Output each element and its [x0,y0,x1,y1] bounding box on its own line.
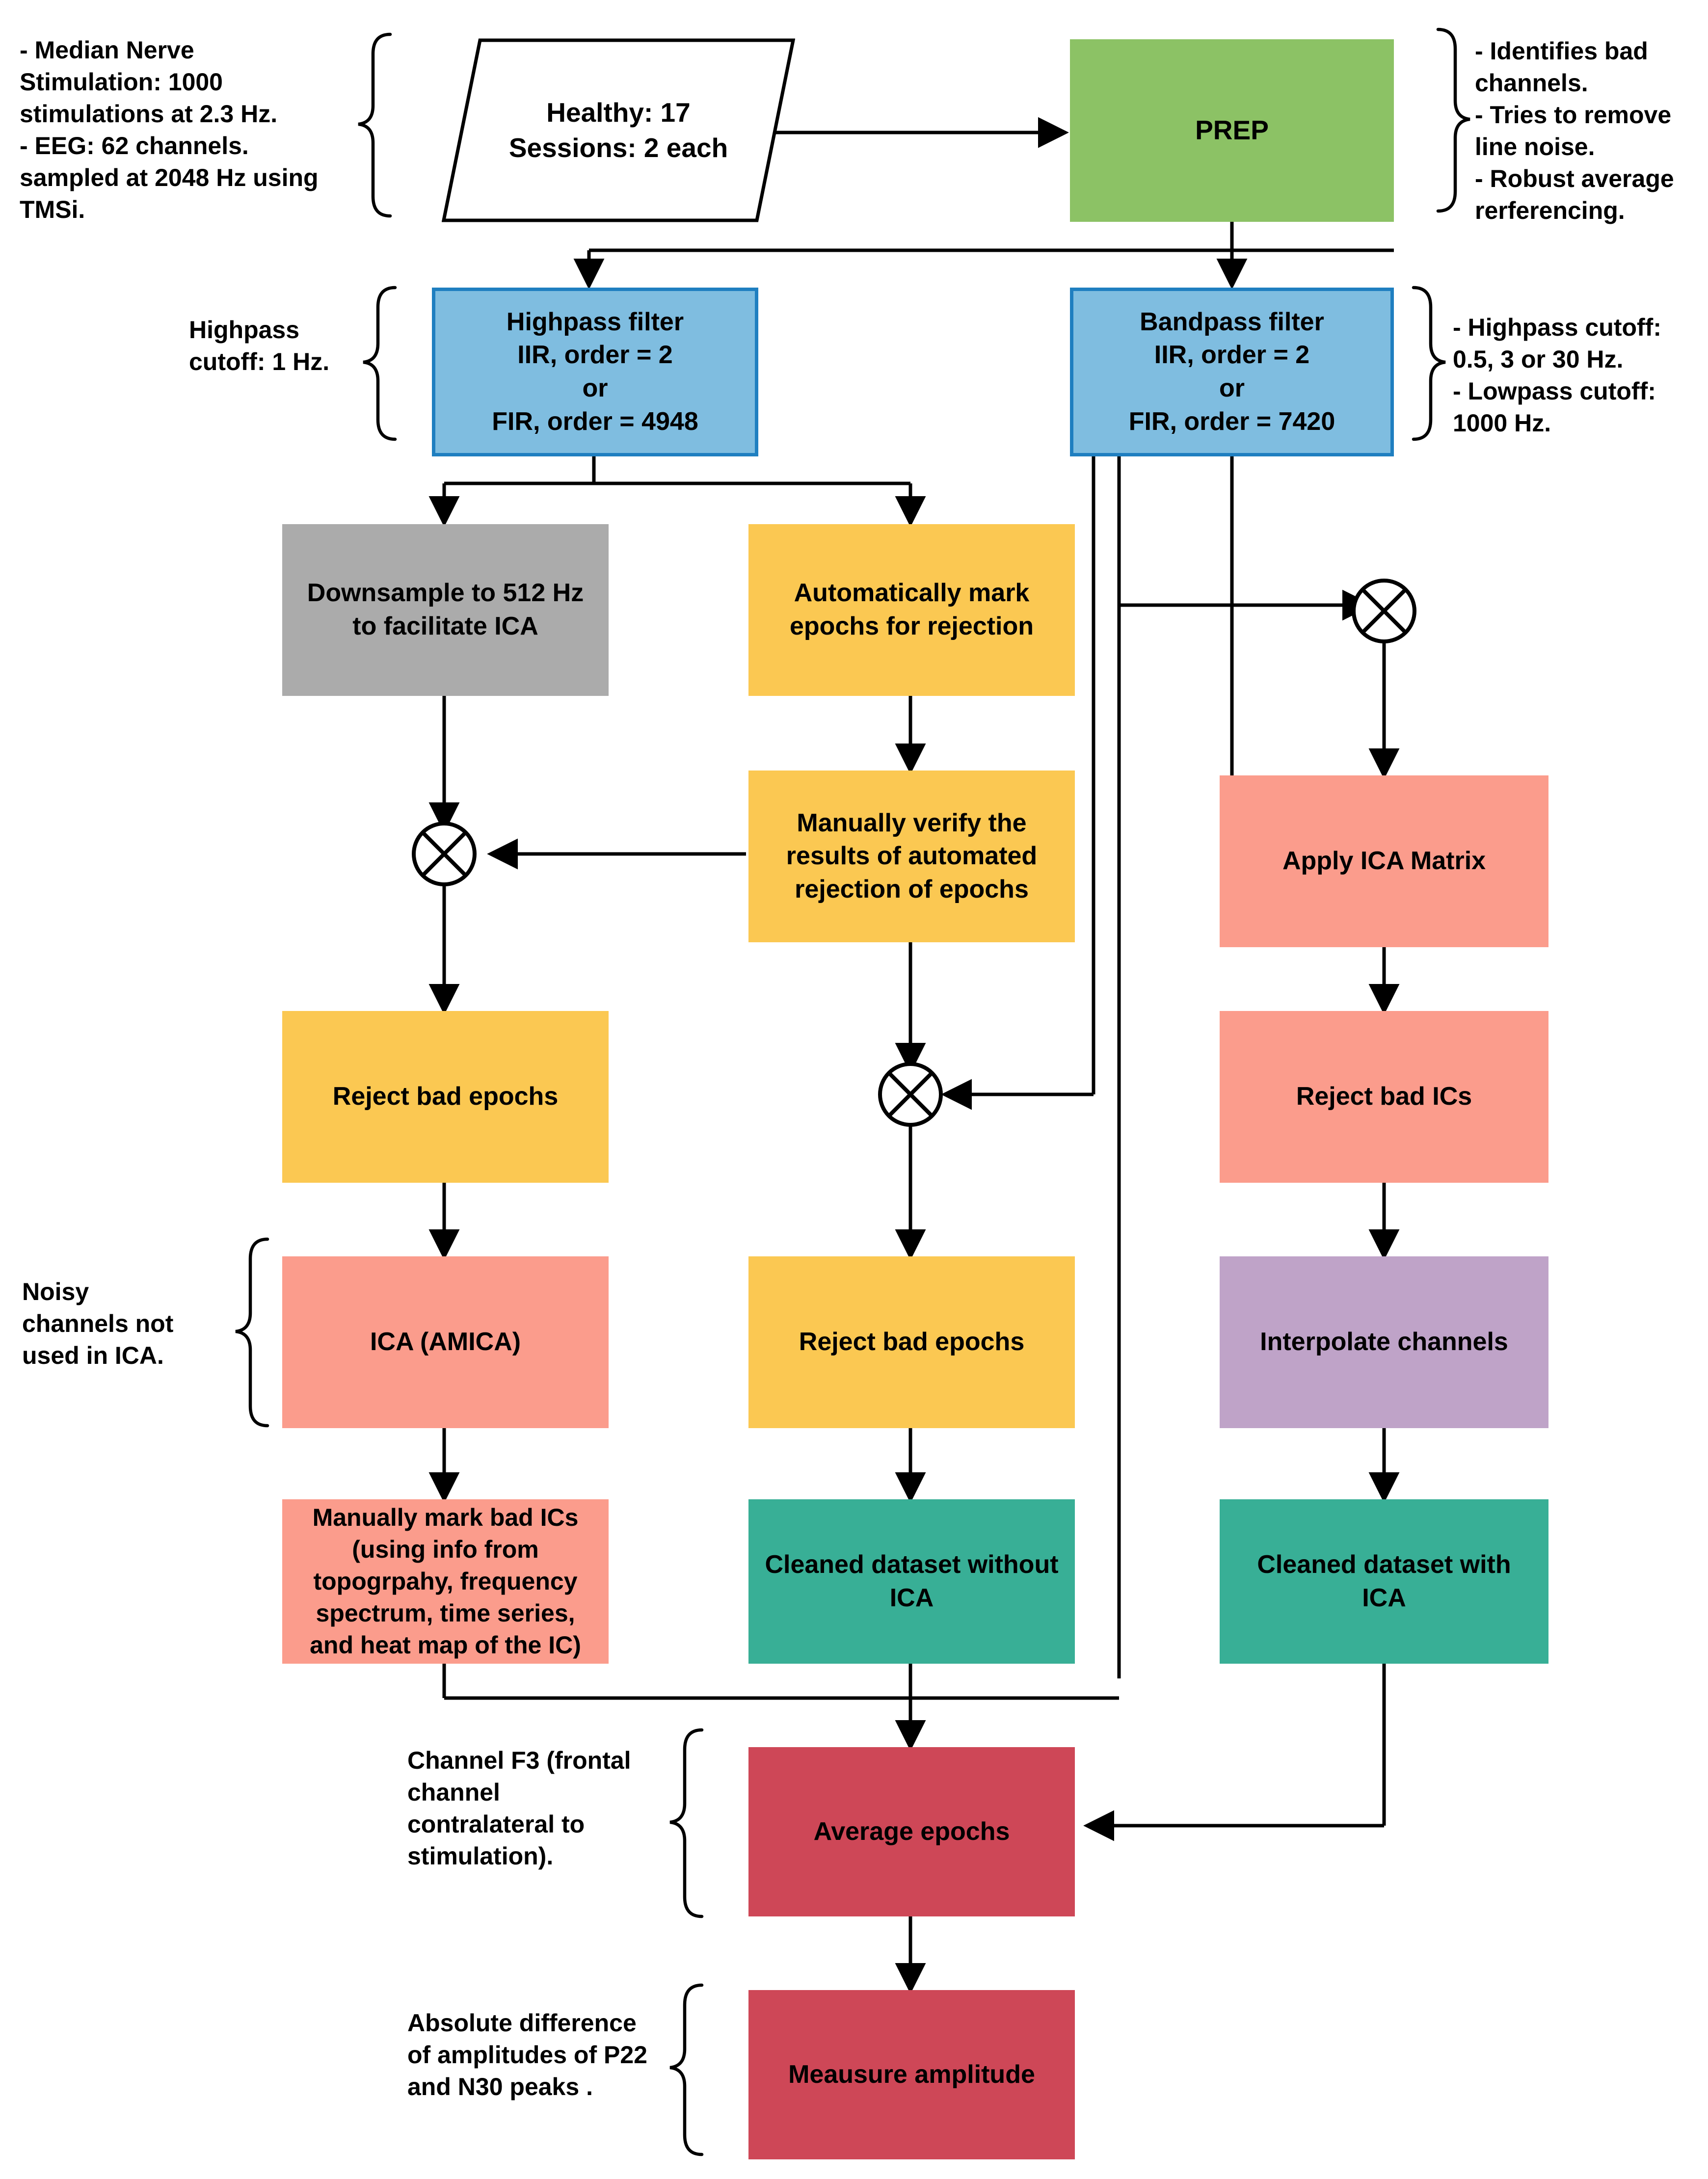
node-cleaned-without-ica-label: Cleaned dataset without ICA [765,1550,1059,1612]
node-downsample-label: Downsample to 512 Hz to facilitate ICA [307,579,584,640]
node-bandpass-filter[interactable]: Bandpass filter IIR, order = 2 or FIR, o… [1070,288,1394,456]
brace-channel [669,1728,704,1918]
node-average-epochs[interactable]: Average epochs [748,1747,1075,1916]
node-mark-bad-ics-label: Manually mark bad ICs (using info from t… [310,1504,581,1659]
node-prep-label: PREP [1195,115,1269,146]
node-interpolate-channels[interactable]: Interpolate channels [1220,1256,1548,1428]
node-cleaned-with-ica[interactable]: Cleaned dataset with ICA [1220,1499,1548,1664]
annotation-noisy-channels: Noisy channels not used in ICA. [22,1278,174,1369]
node-auto-mark-epochs[interactable]: Automatically mark epochs for rejection [748,524,1075,696]
node-measure-amplitude-label: Meausure amplitude [788,2060,1035,2089]
node-reject-bad-epochs-mid[interactable]: Reject bad epochs [748,1256,1075,1428]
brace-acquisition [358,32,392,218]
node-reject-bad-epochs-left[interactable]: Reject bad epochs [282,1011,609,1183]
junction-glyphs [412,579,1416,1127]
node-apply-ica-matrix-label: Apply ICA Matrix [1282,847,1486,876]
node-average-epochs-label: Average epochs [813,1817,1010,1846]
node-dataset[interactable]: Healthy: 17 Sessions: 2 each [442,38,795,222]
junction-right-top [1352,579,1416,643]
annotation-acquisition: - Median Nerve Stimulation: 1000 stimula… [20,36,319,223]
node-ica-amica[interactable]: ICA (AMICA) [282,1256,609,1428]
node-auto-mark-epochs-label: Automatically mark epochs for rejection [790,579,1034,640]
node-ica-amica-label: ICA (AMICA) [370,1328,521,1356]
node-apply-ica-matrix[interactable]: Apply ICA Matrix [1220,775,1548,947]
node-downsample[interactable]: Downsample to 512 Hz to facilitate ICA [282,524,609,696]
junction-mid [878,1062,943,1127]
node-prep[interactable]: PREP [1070,39,1394,222]
node-reject-bad-ics-label: Reject bad ICs [1296,1082,1472,1111]
node-dataset-label: Healthy: 17 Sessions: 2 each [508,97,728,163]
node-measure-amplitude[interactable]: Meausure amplitude [748,1990,1075,2159]
brace-highpass [363,286,397,441]
node-bandpass-filter-label: Bandpass filter IIR, order = 2 or FIR, o… [1128,307,1335,436]
node-reject-bad-epochs-left-label: Reject bad epochs [332,1082,559,1111]
node-cleaned-without-ica[interactable]: Cleaned dataset without ICA [748,1499,1075,1664]
brace-group [235,27,1470,2156]
annotation-amplitude: Absolute difference of amplitudes of P22… [407,2009,647,2100]
brace-amplitude [669,1983,704,2156]
node-highpass-filter[interactable]: Highpass filter IIR, order = 2 or FIR, o… [432,288,758,456]
brace-prep-notes [1436,27,1470,213]
annotation-prep-notes: - Identifies bad channels. - Tries to re… [1475,37,1674,224]
node-reject-bad-ics[interactable]: Reject bad ICs [1220,1011,1548,1183]
parallelogram-shape [442,38,795,222]
brace-bandpass [1412,286,1446,441]
junction-left [412,822,477,886]
node-highpass-filter-label: Highpass filter IIR, order = 2 or FIR, o… [492,307,698,436]
brace-noisy [235,1237,269,1428]
annotation-highpass-cutoff: Highpass cutoff: 1 Hz. [189,316,330,375]
annotation-bandpass-cutoff: - Highpass cutoff: 0.5, 3 or 30 Hz. - Lo… [1453,314,1661,437]
annotation-channel-f3: Channel F3 (frontal channel contralatera… [407,1747,631,1870]
node-interpolate-channels-label: Interpolate channels [1260,1328,1508,1356]
node-manual-verify-label: Manually verify the results of automated… [786,808,1038,903]
node-reject-bad-epochs-mid-label: Reject bad epochs [799,1328,1025,1356]
node-cleaned-with-ica-label: Cleaned dataset with ICA [1257,1550,1511,1612]
node-manual-verify[interactable]: Manually verify the results of automated… [748,771,1075,942]
node-mark-bad-ics[interactable]: Manually mark bad ICs (using info from t… [282,1499,609,1664]
